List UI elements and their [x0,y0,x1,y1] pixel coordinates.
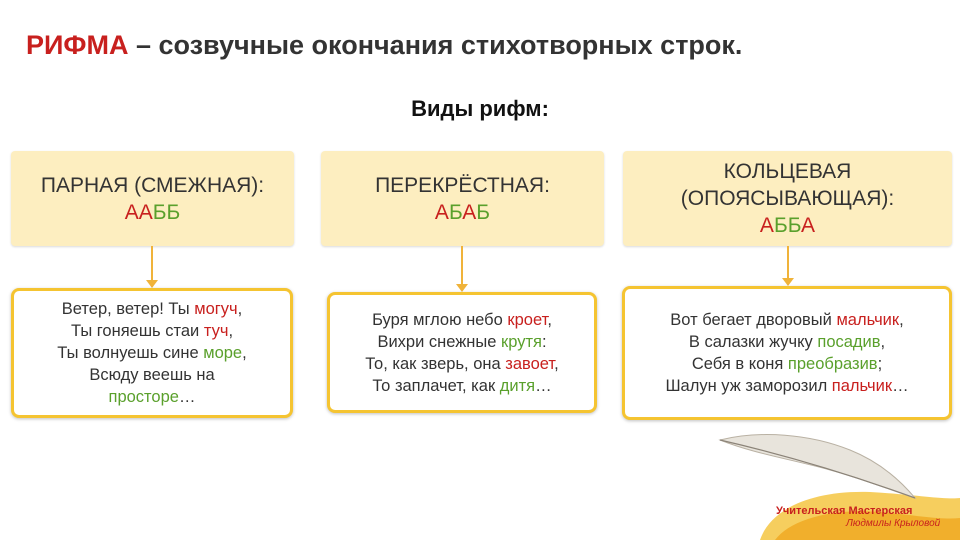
rhyme-type-name: ПЕРЕКРЁСТНАЯ: [375,172,550,199]
rhyme-type-name-line: (ОПОЯСЫВАЮЩАЯ): [680,187,895,210]
poem-text: Себя в коня [691,355,788,373]
rhyme-scheme-letter: АА [124,200,153,224]
poem-line: То заплачет, как дитя… [372,375,551,397]
rhyme-word: дитя [499,376,536,395]
poem-text: … [535,376,552,395]
poem-line: Ты волнуешь сине море, [57,342,246,364]
poem-line: Всюду веешь на [89,364,214,386]
poem-line: Вихри снежные крутя: [377,331,546,353]
logo-signature: Людмилы Крыловой [846,518,941,529]
rhyme-word: море [203,344,243,362]
poem-line: Шалун уж заморозил пальчик… [665,375,908,397]
poem-text: , [242,344,247,362]
rhyme-word: кроет [507,310,548,329]
rhyme-type-paired: ПАРНАЯ (СМЕЖНАЯ): ААББ [11,151,294,246]
poem-text: : [541,332,547,351]
poem-text: , [554,354,559,373]
rhyme-word: мальчик [836,311,900,329]
poem-text: То, как зверь, она [365,354,506,373]
rhyme-word: завоет [505,354,555,373]
rhyme-scheme-letter: Б [448,200,463,224]
rhyme-scheme-letter: ББ [152,200,181,224]
title-rest: – созвучные окончания стихотворных строк… [128,30,743,60]
poem-line: Ты гоняешь стаи туч, [71,320,233,342]
rhyme-scheme-letter: ББ [773,214,802,237]
rhyme-type-name: ПАРНАЯ (СМЕЖНАЯ): [41,172,264,199]
poem-example-paired: Ветер, ветер! Ты могуч,Ты гоняешь стаи т… [11,288,293,418]
poem-text: , [880,333,886,351]
poem-text: , [237,300,243,318]
poem-line: Вот бегает дворовый мальчик, [670,309,903,331]
arrow-connector [787,246,789,278]
poem-example-cross: Буря мглою небо кроет,Вихри снежные крут… [327,292,597,413]
rhyme-word: посадив [817,333,881,351]
rhyme-scheme: АБАБ [435,199,490,226]
subtitle: Виды рифм: [411,96,549,121]
poem-text: Шалун уж заморозил [665,377,832,395]
rhyme-word: преобразив [787,355,878,373]
poem-text: Ты гоняешь стаи [70,322,204,340]
rhyme-word: могуч [194,300,238,318]
poem-line: просторе… [109,386,196,408]
title-highlight: РИФМА [26,30,129,60]
poem-text: Буря мглою небо [372,310,508,329]
rhyme-word: пальчик [831,377,893,395]
rhyme-scheme-letter: А [434,200,449,224]
poem-text: … [892,377,909,395]
poem-text: Вихри снежные [377,332,502,351]
rhyme-scheme: ААББ [125,199,181,226]
rhyme-type-name-line: КОЛЬЦЕВАЯ [723,160,852,183]
poem-text: То заплачет, как [372,376,500,395]
rhyme-word: крутя [501,332,542,351]
poem-line: Себя в коня преобразив; [692,353,882,375]
poem-line: В салазки жучку посадив, [689,331,885,353]
arrow-connector [461,246,463,284]
logo-name: Учительская Мастерская [776,505,913,517]
arrow-down-icon [456,284,468,292]
rhyme-scheme-letter: А [801,214,816,237]
quill-scroll-icon [718,434,960,540]
arrow-connector [151,246,153,280]
poem-line: Буря мглою небо кроет, [372,309,552,331]
poem-example-ring: Вот бегает дворовый мальчик,В салазки жу… [622,286,952,420]
poem-line: Ветер, ветер! Ты могуч, [62,298,242,320]
rhyme-word: просторе [108,388,179,406]
poem-text: Всюду веешь на [89,366,215,384]
poem-text: В салазки жучку [688,333,818,351]
rhyme-type-name: КОЛЬЦЕВАЯ (ОПОЯСЫВАЮЩАЯ): [681,158,894,212]
rhyme-type-ring: КОЛЬЦЕВАЯ (ОПОЯСЫВАЮЩАЯ): АББА [623,151,952,246]
poem-text: Ветер, ветер! Ты [61,300,195,318]
page-title: РИФМА – созвучные окончания стихотворных… [26,30,742,61]
rhyme-scheme-letter: Б [476,200,491,224]
poem-text: , [899,311,904,329]
arrow-down-icon [782,278,794,286]
rhyme-type-cross: ПЕРЕКРЁСТНАЯ: АБАБ [321,151,604,246]
poem-text: , [228,322,234,340]
rhyme-scheme-letter: А [759,214,774,237]
poem-text: Ты волнуешь сине [57,344,204,362]
rhyme-type-name-line: ПЕРЕКРЁСТНАЯ: [375,173,550,197]
rhyme-type-name-line: ПАРНАЯ (СМЕЖНАЯ): [40,173,265,197]
poem-text: ; [877,355,883,373]
poem-text: … [178,388,196,406]
arrow-down-icon [146,280,158,288]
poem-line: То, как зверь, она завоет, [365,353,558,375]
rhyme-word: туч [203,322,229,340]
poem-text: Вот бегает дворовый [670,311,837,329]
poem-text: , [547,310,552,329]
rhyme-scheme: АББА [760,212,815,239]
rhyme-scheme-letter: А [462,200,477,224]
